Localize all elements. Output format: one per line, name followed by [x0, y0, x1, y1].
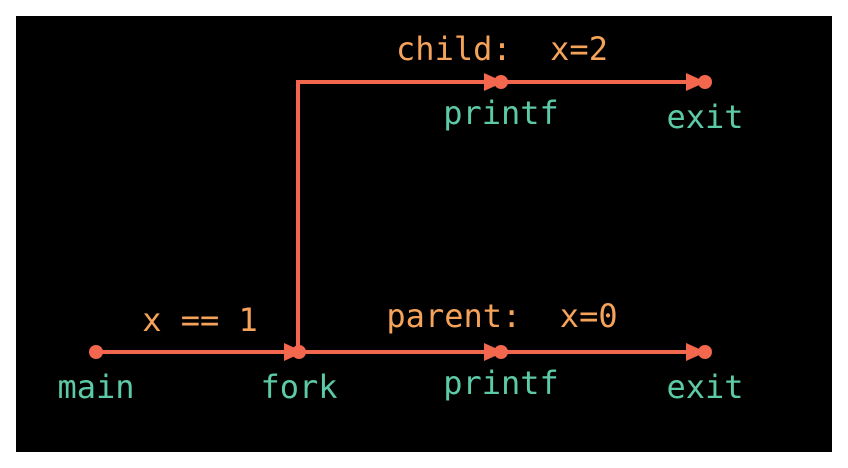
arrowhead-child-exit [686, 73, 706, 91]
node-label-parent-exit: exit [666, 368, 743, 406]
edge-fork-child-printf [296, 80, 500, 352]
child-state-label: child: x=2 [396, 30, 608, 68]
node-label-parent-printf: printf [443, 364, 559, 402]
parent-state-label: parent: x=0 [386, 297, 617, 335]
node-child-printf [494, 75, 508, 89]
node-child-exit [698, 75, 712, 89]
node-main [89, 345, 103, 359]
node-parent-exit [698, 345, 712, 359]
node-label-main: main [57, 368, 134, 406]
node-label-child-printf: printf [443, 94, 559, 132]
node-label-child-exit: exit [666, 98, 743, 136]
diagram-frame [16, 16, 832, 452]
node-fork [292, 345, 306, 359]
node-parent-printf [494, 345, 508, 359]
initial-state-label: x == 1 [142, 301, 258, 339]
node-label-fork: fork [260, 368, 337, 406]
arrowhead-parent-exit [686, 343, 706, 361]
